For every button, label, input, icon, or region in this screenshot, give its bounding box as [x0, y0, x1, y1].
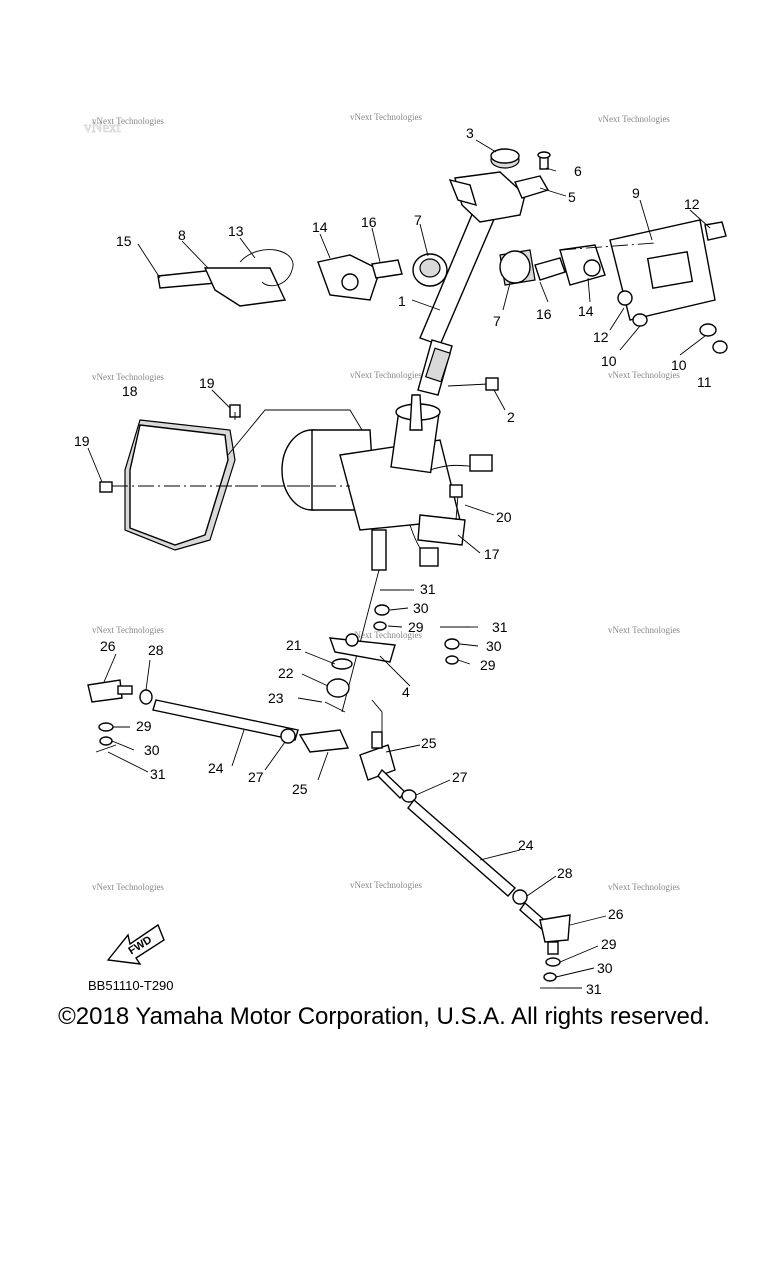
callout-label: 30	[486, 638, 502, 654]
right-tie-rod	[359, 731, 571, 989]
watermark-text: vNext Technologies	[92, 116, 164, 126]
callout-label: 31	[492, 619, 508, 635]
small-clamp	[514, 151, 551, 199]
diagram-code: BB51110-T290	[88, 978, 174, 993]
copyright-notice: ©2018 Yamaha Motor Corporation, U.S.A. A…	[58, 1003, 710, 1030]
callout-label: 17	[484, 546, 500, 562]
watermark-text: vNext Technologies	[608, 882, 680, 892]
callout-label: 25	[421, 735, 437, 751]
fwd-arrow: FWD	[106, 923, 165, 965]
callout-label: 19	[74, 433, 90, 449]
callout-label: 29	[136, 718, 152, 734]
callout-label: 25	[292, 781, 308, 797]
watermark-text: vNext Technologies	[350, 112, 422, 122]
callout-label: 24	[208, 760, 224, 776]
callout-label: 8	[178, 227, 186, 243]
eps-unit	[281, 394, 493, 713]
callout-label: 13	[228, 223, 244, 239]
callout-label: 27	[248, 769, 264, 785]
bolts	[99, 377, 499, 521]
callout-label: 7	[493, 313, 501, 329]
callout-label: 12	[684, 196, 700, 212]
callout-label: 4	[402, 684, 410, 700]
callout-label: 30	[144, 742, 160, 758]
callout-label: 20	[496, 509, 512, 525]
left-tie-rod	[87, 679, 350, 753]
callout-numbers: 1 2 3 4 5 6 7 7 8 9 10 10 11 12 12 13 14…	[74, 125, 712, 997]
callout-label: 6	[574, 163, 582, 179]
callout-label: 30	[413, 600, 429, 616]
cap	[490, 148, 520, 169]
callout-label: 24	[518, 837, 534, 853]
right-bracket-assembly	[499, 219, 728, 354]
callout-label: 28	[148, 642, 164, 658]
callout-label: 31	[420, 581, 436, 597]
callout-label: 15	[116, 233, 132, 249]
callout-label: 14	[312, 219, 328, 235]
watermark-text: vNext Technologies	[92, 625, 164, 635]
callout-label: 16	[361, 214, 377, 230]
watermark-text: vNext Technologies	[350, 880, 422, 890]
callout-label: 29	[480, 657, 496, 673]
callout-label: 5	[568, 189, 576, 205]
callout-label: 29	[601, 936, 617, 952]
callout-label: 2	[507, 409, 515, 425]
watermark-text: vNext Technologies	[350, 630, 422, 640]
callout-label: 7	[414, 212, 422, 228]
callout-label: 22	[278, 665, 294, 681]
callout-label: 11	[697, 374, 712, 390]
callout-label: 10	[671, 357, 687, 373]
cover	[112, 409, 363, 551]
watermark-text: vNext Technologies	[350, 370, 422, 380]
watermark-text: vNext Technologies	[92, 882, 164, 892]
callout-label: 19	[199, 375, 215, 391]
callout-label: 31	[586, 981, 602, 997]
watermark-text: vNext Technologies	[92, 372, 164, 382]
callout-label: 27	[452, 769, 468, 785]
callout-label: 9	[632, 185, 640, 201]
callout-label: 29	[408, 619, 424, 635]
watermark-text: vNext Technologies	[598, 114, 670, 124]
callout-label: 28	[557, 865, 573, 881]
svg-text:vNext: vNext	[84, 120, 121, 136]
callout-label: 30	[597, 960, 613, 976]
callout-label: 12	[593, 329, 609, 345]
watermark-text: vNext Technologies	[608, 625, 680, 635]
callout-label: 10	[601, 353, 617, 369]
callout-label: 3	[466, 125, 474, 141]
leader-lines	[87, 139, 711, 989]
pitman-arm	[324, 589, 470, 740]
callout-label: 1	[398, 293, 406, 309]
watermark-text: vNext Technologies	[608, 370, 680, 380]
callout-label: 26	[100, 638, 116, 654]
callout-label: 23	[268, 690, 284, 706]
callout-label: 16	[536, 306, 552, 322]
callout-label: 31	[150, 766, 166, 782]
callout-label: 21	[286, 637, 302, 653]
callout-label: 18	[122, 383, 138, 399]
callout-label: 26	[608, 906, 624, 922]
left-bracket-assembly	[157, 249, 448, 307]
callout-label: 14	[578, 303, 594, 319]
